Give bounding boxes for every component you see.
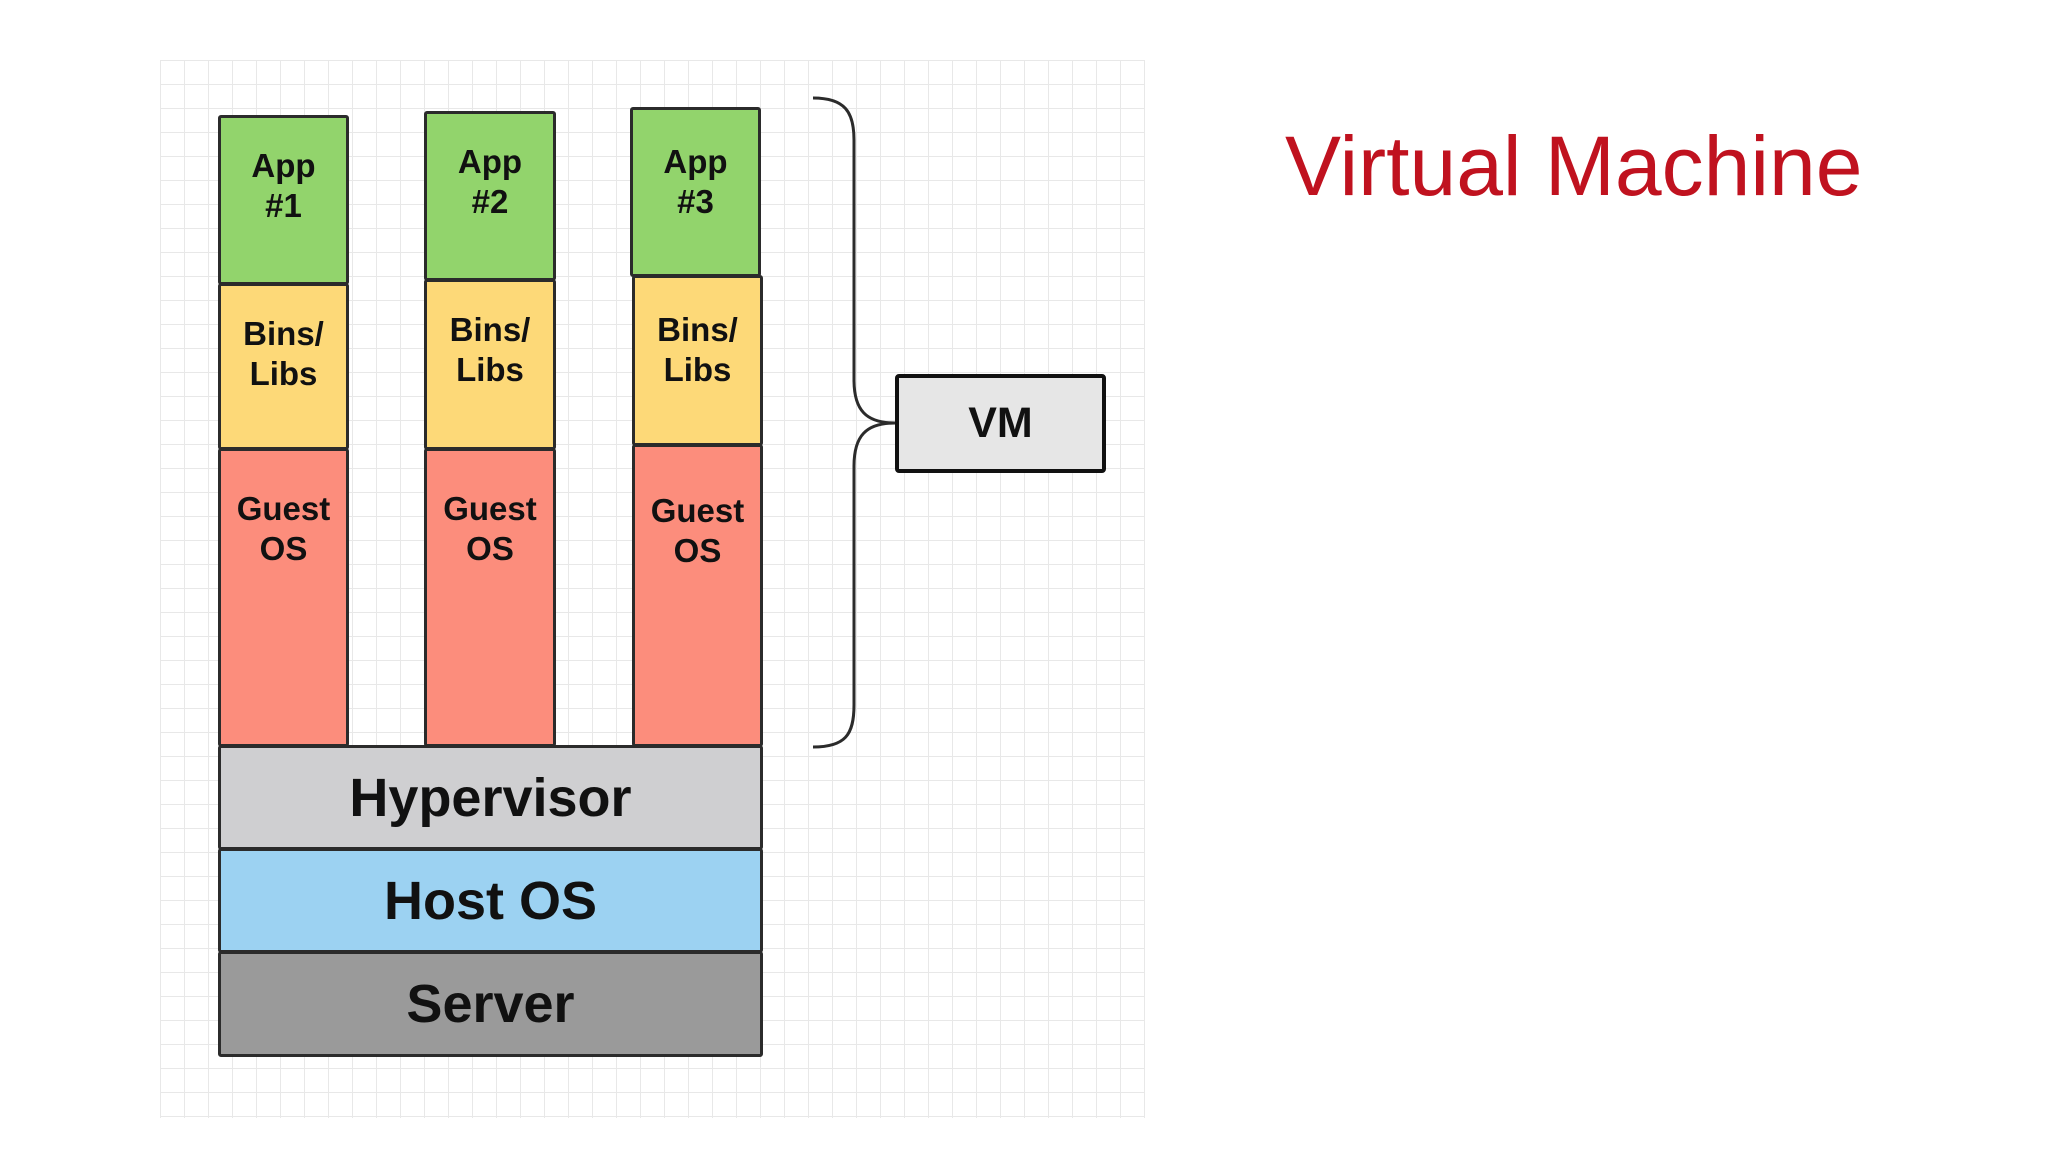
bins-libs-3-block: Bins/ Libs xyxy=(632,275,763,446)
slide-title: Virtual Machine xyxy=(1285,119,1863,213)
vm-label-box: VM xyxy=(895,374,1106,473)
bins-libs-2-block: Bins/ Libs xyxy=(424,279,556,450)
guest-os-2-block: Guest OS xyxy=(424,448,556,747)
guest-os-3-block: Guest OS xyxy=(632,444,763,747)
app-3-block: App #3 xyxy=(630,107,761,277)
bins-libs-1-block: Bins/ Libs xyxy=(218,283,349,450)
host-os-layer: Host OS xyxy=(218,848,763,953)
server-layer: Server xyxy=(218,951,763,1057)
app-1-block: App #1 xyxy=(218,115,349,285)
